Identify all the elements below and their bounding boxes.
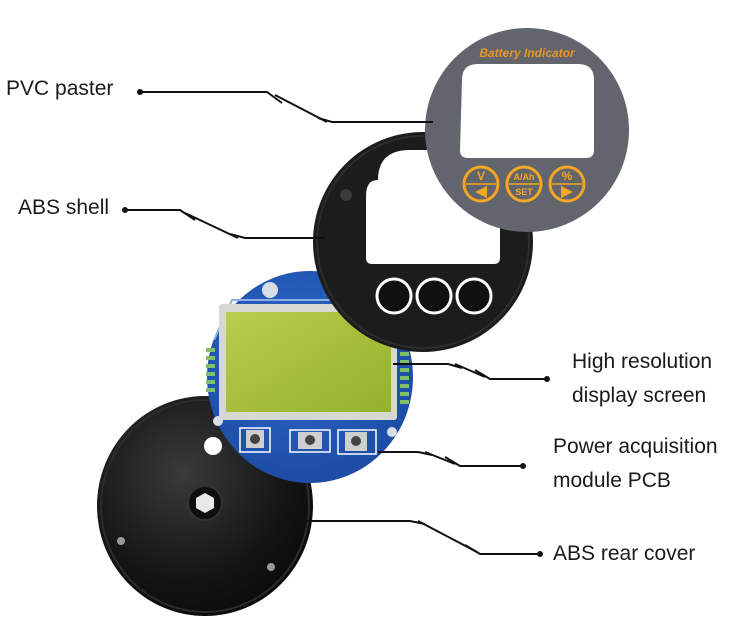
hex-nut-hole	[196, 493, 214, 513]
label-pcb-line1: Power acquisition	[553, 435, 718, 458]
shell-button-ring	[455, 277, 493, 315]
leader-line-display-screen	[393, 363, 550, 382]
panel-button-v-label: V	[477, 169, 485, 183]
abs-shell	[313, 132, 533, 352]
panel-button-aah-set: A/Ah SET	[505, 165, 543, 203]
panel-title: Battery Indicator	[479, 46, 576, 60]
label-pvc-paster-text: PVC paster	[6, 77, 114, 100]
panel-button-percent-label: %	[562, 169, 573, 183]
label-display-line2: display screen	[572, 384, 707, 407]
label-display-screen: High resolution display screen	[572, 345, 712, 413]
label-rear-cover-text: ABS rear cover	[553, 542, 696, 565]
panel-button-set-label: SET	[515, 187, 533, 197]
label-abs-shell-text: ABS shell	[18, 196, 110, 219]
left-arrow-icon	[475, 186, 487, 198]
panel-display-window	[460, 64, 594, 158]
tactile-switch-left	[239, 427, 271, 453]
label-display-line1: High resolution	[572, 350, 713, 373]
leader-line-pcb	[378, 451, 526, 469]
rear-cover-hole	[204, 437, 222, 455]
tactile-switch-right	[337, 429, 377, 455]
panel-button-percent: %	[548, 165, 586, 203]
label-pcb: Power acquisition module PCB	[553, 430, 718, 498]
shell-button-ring	[415, 277, 453, 315]
right-arrow-icon	[561, 186, 573, 198]
shell-button-ring	[375, 277, 413, 315]
screw-icon	[117, 537, 125, 545]
panel-button-v: V	[462, 165, 500, 203]
label-pvc-paster: PVC paster	[6, 72, 113, 106]
label-abs-shell: ABS shell	[18, 191, 109, 225]
leader-line-rear-cover	[300, 520, 543, 557]
panel-button-aah-label: A/Ah	[514, 172, 535, 182]
screw-icon	[267, 563, 275, 571]
tactile-switch-middle	[289, 429, 331, 453]
leader-line-pvc-paster	[137, 89, 433, 123]
label-pcb-line2: module PCB	[553, 469, 671, 492]
leader-line-abs-shell	[122, 207, 325, 239]
label-rear-cover: ABS rear cover	[553, 537, 695, 571]
pvc-paster-panel: Battery Indicator V A/Ah SET %	[425, 28, 629, 232]
